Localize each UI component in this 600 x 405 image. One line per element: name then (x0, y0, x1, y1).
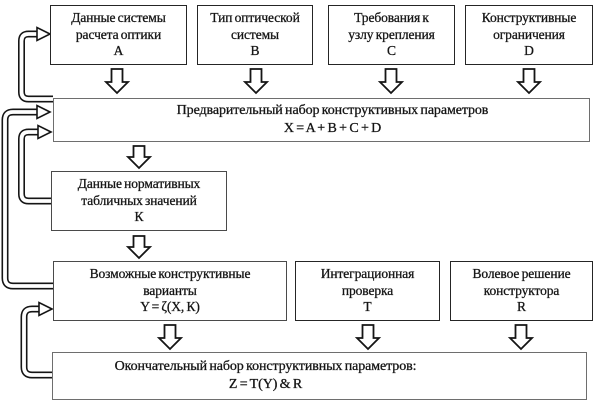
box-c-line2: узлу крепления (348, 26, 435, 42)
box-design-constraints: Конструктивные ограничения D (465, 5, 593, 65)
box-k-line1: Данные нормативных (77, 176, 201, 192)
box-b-line2: системы (230, 26, 279, 42)
box-t-line1: Интеграционная (320, 266, 415, 282)
down-arrow-x-to-k (125, 145, 153, 170)
feedback-arrow-k-to-x (18, 124, 53, 205)
box-x-line1: Предварительный набор конструктивных пар… (176, 102, 489, 118)
box-possible-design-variants: Возможные конструктивные варианты Y = ζ(… (53, 261, 287, 321)
down-arrow-r-to-z (507, 324, 535, 351)
box-normative-table-data: Данные нормативных табличных значений К (51, 171, 227, 231)
box-y-line2: варианты (143, 282, 197, 298)
box-z-formula: Z = T(Y) & R (228, 377, 303, 392)
feedback-arrow-y-to-x (1, 104, 53, 290)
down-arrow-k-to-y (125, 235, 153, 260)
box-b-line1: Тип оптической (210, 10, 300, 26)
box-k-line2: табличных значений (81, 192, 197, 208)
box-x-formula: X = A + B + C + D (283, 121, 382, 136)
box-integration-check: Интеграционная проверка Т (295, 261, 440, 321)
feedback-arrow-x-to-a (18, 26, 53, 103)
box-final-parameter-set: Окончательный набор конструктивных парам… (52, 352, 587, 400)
down-arrow-y-to-z (156, 324, 184, 351)
box-b-symbol: B (250, 43, 260, 59)
box-d-line2: ограничения (493, 26, 565, 42)
box-z-line1: Окончательный набор конструктивных парам… (114, 358, 417, 374)
box-a-line1: Данные системы (71, 10, 166, 26)
down-arrow-t-to-z (354, 324, 382, 351)
box-preliminary-parameter-set: Предварительный набор конструктивных пар… (53, 98, 590, 142)
down-arrow-a-to-x (103, 68, 131, 95)
feedback-arrow-z-to-y (20, 301, 54, 379)
box-d-line1: Конструктивные (481, 10, 577, 26)
box-t-symbol: Т (363, 299, 372, 315)
box-y-line1: Возможные конструктивные (89, 266, 251, 282)
down-arrow-c-to-x (377, 68, 405, 95)
box-r-symbol: R (517, 299, 526, 315)
box-a-symbol: A (113, 43, 124, 59)
box-mounting-unit-requirements: Требования к узлу крепления C (328, 5, 455, 65)
box-c-line1: Требования к (354, 10, 429, 26)
down-arrow-d-to-x (515, 68, 543, 95)
box-designer-decision: Волевое решение конструктора R (450, 261, 593, 321)
box-optics-calculation-data: Данные системы расчета оптики A (50, 5, 187, 65)
box-c-symbol: C (387, 43, 396, 59)
box-r-line2: конструктора (483, 282, 560, 298)
box-d-symbol: D (524, 43, 534, 59)
box-t-line2: проверка (341, 282, 394, 298)
down-arrow-b-to-x (242, 68, 270, 95)
box-optical-system-type: Тип оптической системы B (197, 5, 313, 65)
box-y-formula: Y = ζ(X, К) (140, 299, 200, 315)
box-k-symbol: К (134, 209, 144, 225)
box-r-line1: Волевое решение (472, 266, 571, 282)
box-a-line2: расчета оптики (75, 26, 162, 42)
